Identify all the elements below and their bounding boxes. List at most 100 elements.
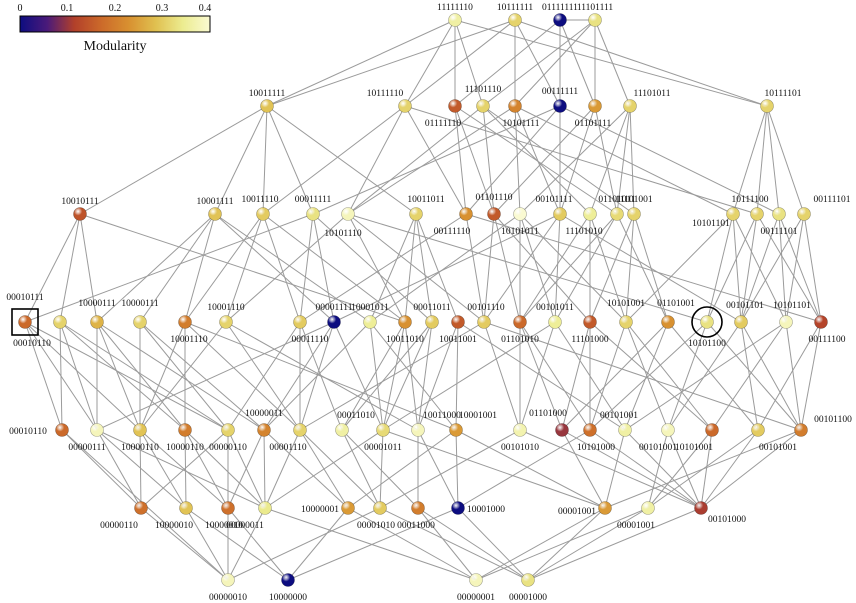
edge (604, 429, 626, 509)
edge (59, 213, 81, 323)
edge (559, 105, 596, 215)
node-10000000: 10000000 (269, 573, 307, 603)
node-sphere (508, 99, 522, 113)
node-sphere (734, 315, 748, 329)
node-label: 10111111 (497, 3, 533, 13)
edge (140, 507, 229, 581)
edge (624, 321, 669, 431)
node-label: 10011010 (386, 335, 424, 345)
edge (454, 19, 561, 107)
edge (778, 213, 787, 323)
node-00101001b: 00101001 (639, 423, 677, 453)
edge (454, 19, 768, 107)
edge (594, 19, 631, 107)
highlight-square (11, 308, 39, 336)
edge (347, 507, 477, 581)
node-sphere (598, 501, 612, 515)
node-00010110: 00010110 (13, 315, 67, 349)
node-sphere (814, 315, 828, 329)
node-label: 10000110 (166, 443, 204, 453)
node-00101000: 00101000 (694, 501, 746, 525)
node-label: 00111111 (542, 87, 578, 97)
edge (561, 429, 606, 509)
node-00010111: 00010111 (6, 293, 44, 329)
edge (519, 213, 627, 323)
edge (417, 507, 529, 581)
node-10111100: 10111100 (732, 195, 769, 221)
edge (139, 213, 216, 323)
node-sphere (548, 315, 562, 329)
node-label: 10001011 (351, 303, 389, 313)
edge (379, 507, 529, 581)
node-label: 11101011 (634, 89, 671, 99)
node-label: 10000000 (269, 593, 307, 603)
node-sphere (341, 207, 355, 221)
node-label: 00111100 (809, 335, 846, 345)
edge (483, 213, 561, 323)
edge (312, 105, 561, 215)
node-sphere (794, 423, 808, 437)
node-10111110: 10111110 (367, 89, 412, 113)
edge (96, 429, 187, 509)
edge (589, 213, 627, 323)
edge (96, 429, 142, 509)
node-label: 00010110 (9, 427, 47, 437)
node-sphere (619, 315, 633, 329)
edge (482, 105, 591, 215)
node-10101011: 10101011 (501, 207, 539, 237)
node-11101000: 11101000 (571, 315, 609, 345)
node-00001111: 00001111 (316, 303, 353, 329)
node-01111110: 01111110 (425, 99, 462, 129)
edge (756, 105, 768, 215)
edge (561, 321, 591, 431)
node-sphere (583, 207, 597, 221)
node-sphere (341, 501, 355, 515)
edge (616, 213, 669, 323)
edge (264, 429, 301, 509)
node-sphere (513, 207, 527, 221)
edge (139, 321, 265, 431)
edge (454, 19, 484, 107)
node-00101110: 00101110 (467, 303, 505, 329)
node-label: 00001110 (269, 443, 307, 453)
node-label: 00001000 (509, 593, 547, 603)
edge (740, 321, 802, 431)
node-label: 00000010 (209, 593, 247, 603)
edge (519, 321, 556, 431)
node-label: 11101110 (465, 85, 502, 95)
node-label: 11101000 (571, 335, 609, 345)
node-sphere (260, 99, 274, 113)
colorbar-tick-0: 0 (18, 3, 23, 14)
edge (312, 213, 335, 323)
edge (341, 429, 381, 509)
node-10001110b: 10001110 (207, 303, 245, 329)
node-label: 00101101 (726, 301, 764, 311)
edge (333, 213, 561, 323)
edge (287, 507, 349, 581)
edge (519, 429, 702, 509)
node-sphere (219, 315, 233, 329)
node-sphere (588, 99, 602, 113)
edge (604, 429, 802, 509)
node-label: 10101000 (577, 443, 615, 453)
node-sphere (179, 501, 193, 515)
edge (184, 429, 229, 509)
edge (756, 213, 822, 323)
node-label: 10000010 (205, 521, 243, 531)
edge (214, 213, 335, 323)
edge (483, 321, 802, 431)
edge (382, 321, 556, 431)
node-sphere (335, 423, 349, 437)
node-00101111: 00101111 (536, 195, 573, 221)
edge (482, 105, 495, 215)
edge (454, 105, 467, 215)
edge (299, 321, 343, 431)
edge (266, 19, 456, 107)
node-00000010: 00000010 (209, 573, 247, 603)
node-00101010: 00101010 (501, 423, 539, 453)
node-sphere (258, 501, 272, 515)
edge (79, 213, 98, 323)
node-sphere (53, 315, 67, 329)
node-10101101b: 10101101 (773, 301, 811, 329)
edge (262, 213, 301, 323)
